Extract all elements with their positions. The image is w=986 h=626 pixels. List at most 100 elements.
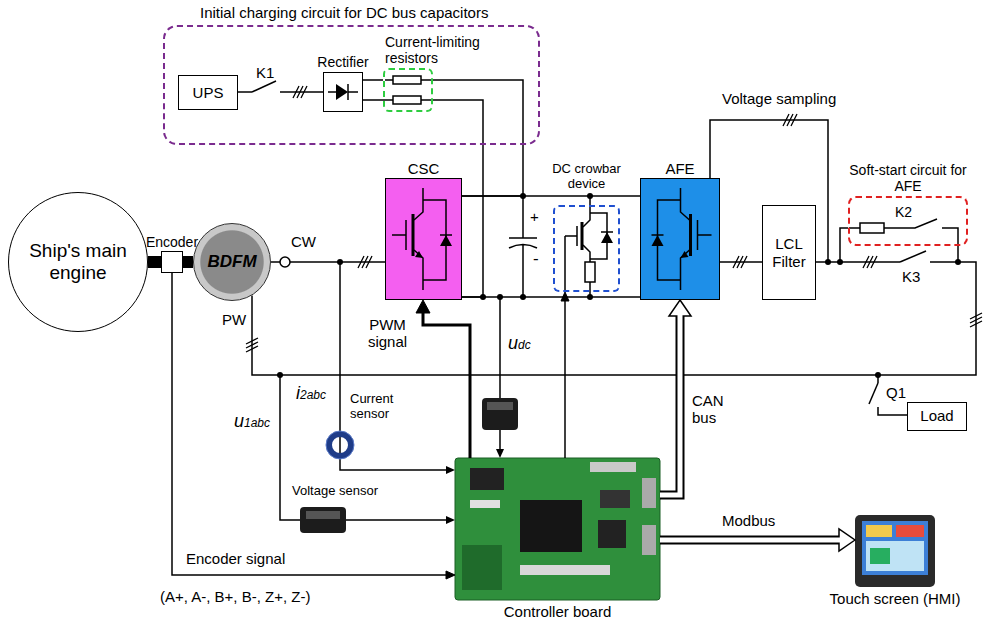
three-phase-mark xyxy=(783,114,797,126)
signal-arrowhead xyxy=(446,466,455,474)
junction-dot xyxy=(955,259,961,265)
node-label: Ship's main engine xyxy=(13,240,143,284)
controller-board-picture xyxy=(642,478,656,508)
controller-board-picture xyxy=(520,500,582,552)
connector xyxy=(561,292,569,458)
winding-label: PW xyxy=(222,311,246,328)
switch-label: K3 xyxy=(902,268,920,285)
junction-dot xyxy=(520,193,526,199)
junction-dot xyxy=(520,294,526,300)
resistor-symbol xyxy=(363,76,433,104)
arrowhead xyxy=(446,571,455,579)
voltage-sensor-icon xyxy=(300,398,518,533)
junction-dot xyxy=(837,259,843,265)
switch-symbol xyxy=(252,81,930,407)
node-label: Controller board xyxy=(478,603,638,620)
connector-line xyxy=(462,195,640,197)
controller-board-picture xyxy=(642,525,656,555)
voltage-sensor-icon xyxy=(482,398,518,430)
connector-line xyxy=(660,316,680,495)
connector xyxy=(720,262,762,263)
signal-wire xyxy=(340,262,446,470)
converter-box: AFE xyxy=(640,178,720,300)
signal-name: Voltage sampling xyxy=(722,90,836,107)
controller-board-picture xyxy=(455,458,660,600)
controller-board-picture xyxy=(455,458,660,600)
switch-label: K1 xyxy=(256,64,274,81)
connector xyxy=(462,297,640,298)
connector xyxy=(660,529,855,551)
junction-dot xyxy=(337,259,343,265)
controller-board-picture xyxy=(600,490,630,508)
connector-line xyxy=(363,79,383,81)
crowbar-symbol xyxy=(565,196,613,297)
soft-start-symbol xyxy=(849,219,958,262)
connector xyxy=(363,80,383,81)
switch-symbol xyxy=(252,81,276,92)
polarity-mark: + xyxy=(530,208,539,225)
node-label: BDFM xyxy=(207,252,256,272)
touch-screen-picture xyxy=(862,521,928,575)
crowbar-symbol xyxy=(601,232,613,243)
connector-line xyxy=(423,313,470,458)
connector-inner xyxy=(660,313,680,495)
encoder-box: Encoder xyxy=(161,251,183,273)
converter-box: CSC xyxy=(385,178,462,300)
filter-box: LCL Filter xyxy=(762,205,816,300)
connector xyxy=(462,196,640,197)
soft-start-symbol xyxy=(860,223,884,233)
switch-symbol xyxy=(869,383,878,404)
connector-line xyxy=(462,296,640,298)
bus-label: CAN bus xyxy=(692,392,742,427)
signal-arrowhead xyxy=(446,516,455,524)
connector xyxy=(433,100,483,297)
touch-screen-picture xyxy=(866,525,892,537)
signal-symbol: udc xyxy=(508,333,531,354)
node-label: Encoder xyxy=(137,234,207,250)
ups-box: UPS xyxy=(178,75,238,110)
connector xyxy=(172,273,455,579)
signal-wire xyxy=(280,375,446,520)
voltage-sensor-icon xyxy=(487,402,513,410)
controller-board: Controller board xyxy=(455,458,660,600)
node-label: Current-limiting resistors xyxy=(385,34,535,66)
resistor-group: Current-limiting resistors xyxy=(383,68,433,112)
signal-name: PWM signal xyxy=(360,316,415,351)
pin-names: (A+, A-, B+, B-, Z+, Z-) xyxy=(160,588,310,605)
junction-dot xyxy=(480,294,486,300)
touch-screen-picture xyxy=(896,525,924,537)
switch-symbol xyxy=(900,258,930,266)
node-label: Touch screen (HMI) xyxy=(820,590,970,607)
node-label: CSC xyxy=(394,160,454,177)
node-label: Rectifier xyxy=(303,54,383,70)
current-sensor-icon xyxy=(329,434,351,456)
charging-circuit-group: Initial charging circuit for DC bus capa… xyxy=(163,25,540,145)
converter-fill xyxy=(385,178,720,300)
node-label: DC crowbar device xyxy=(542,162,632,192)
current-sensor-icon xyxy=(326,431,354,459)
voltage-sensor-icon xyxy=(306,511,340,519)
node-label: Load xyxy=(920,407,953,424)
voltage-sensor-icon xyxy=(300,507,346,533)
switch-label: K2 xyxy=(895,204,912,220)
signal-name: Encoder signal xyxy=(186,550,285,567)
junction-dot xyxy=(825,259,831,265)
three-phase-mark xyxy=(246,86,982,352)
controller-board-picture xyxy=(462,545,502,590)
winding-label: CW xyxy=(291,233,316,250)
crowbar-group: DC crowbar device xyxy=(553,205,620,292)
switch-label: Q1 xyxy=(886,384,906,401)
touch-screen-picture xyxy=(870,548,890,564)
signal-symbol: u1abc xyxy=(234,411,270,432)
crowbar-symbol xyxy=(583,196,590,227)
controller-board-picture xyxy=(470,500,500,508)
junction-dot xyxy=(587,193,593,199)
sensor-label: Voltage sensor xyxy=(292,484,378,499)
crowbar-symbol xyxy=(590,213,607,259)
connector-line xyxy=(720,261,762,263)
connector xyxy=(416,300,470,458)
grid-wire xyxy=(840,262,976,375)
junction-dot xyxy=(497,294,503,300)
